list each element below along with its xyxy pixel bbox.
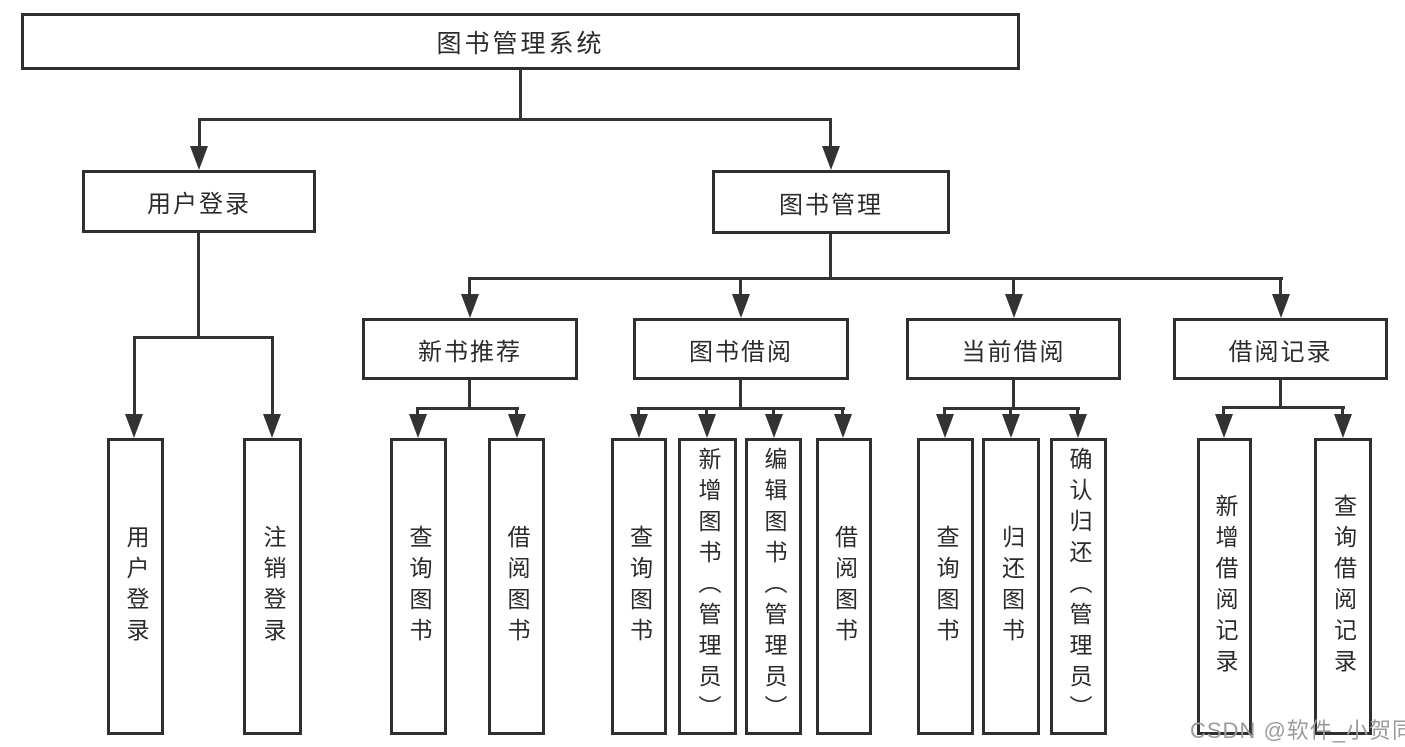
arrow-down-icon — [461, 294, 479, 318]
connector-line — [519, 69, 522, 118]
arrow-down-icon — [125, 414, 143, 438]
leaf-br-add-record: 新增借阅记录 — [1197, 438, 1252, 735]
leaf-bb-borrow-books: 借阅图书 — [816, 438, 872, 735]
arrow-down-icon — [936, 414, 954, 438]
connector-line — [829, 120, 832, 150]
leaf-bb-edit-book-admin: 编辑图书（管理员） — [745, 438, 802, 735]
connector-line — [943, 409, 946, 416]
connector-line — [943, 407, 1080, 410]
connector-line — [772, 409, 775, 416]
connector-line — [1341, 408, 1344, 415]
arrow-down-icon — [1005, 294, 1023, 318]
arrow-down-icon — [765, 414, 783, 438]
connector-line — [705, 409, 708, 416]
connector-line — [1222, 406, 1345, 409]
connector-line — [515, 409, 518, 416]
arrow-down-icon — [822, 146, 840, 170]
arrow-down-icon — [1215, 414, 1233, 438]
node-library-system: 图书管理系统 — [21, 13, 1020, 70]
connector-line — [198, 118, 832, 121]
leaf-logout: 注销登录 — [243, 438, 302, 735]
arrow-down-icon — [409, 414, 427, 438]
leaf-bb-borrow-books-label: 借阅图书 — [831, 524, 858, 649]
csdn-watermark: CSDN @软件_小贺同学 — [1190, 718, 1405, 743]
connector-line — [271, 338, 274, 416]
leaf-nb-query-books-label: 查询图书 — [406, 524, 432, 649]
arrow-down-icon — [1334, 414, 1352, 438]
node-book-borrowing: 图书借阅 — [633, 318, 849, 380]
connector-line — [468, 277, 1283, 280]
arrow-down-icon — [698, 414, 716, 438]
leaf-cb-return-book-label: 归还图书 — [998, 524, 1025, 649]
connector-line — [739, 378, 742, 409]
connector-line — [841, 409, 844, 416]
connector-line — [829, 234, 832, 279]
connector-line — [1076, 409, 1079, 416]
leaf-bb-query-books-label: 查询图书 — [626, 524, 653, 649]
leaf-nb-borrow-books: 借阅图书 — [488, 438, 545, 735]
connector-line — [739, 279, 742, 297]
leaf-nb-query-books: 查询图书 — [390, 438, 447, 735]
arrow-down-icon — [190, 146, 208, 170]
connector-line — [416, 407, 519, 410]
leaf-user-login: 用户登录 — [107, 438, 164, 735]
connector-line — [1012, 378, 1015, 409]
node-user-login: 用户登录 — [82, 170, 316, 233]
leaf-cb-query-books-label: 查询图书 — [933, 524, 959, 649]
node-new-book-recommend: 新书推荐 — [362, 318, 578, 380]
connector-line — [468, 378, 471, 409]
arrow-down-icon — [508, 414, 526, 438]
leaf-bb-add-book-admin-label: 新增图书（管理员） — [695, 447, 721, 726]
connector-line — [197, 233, 200, 338]
arrow-down-icon — [263, 414, 281, 438]
connector-line — [637, 407, 845, 410]
connector-line — [1279, 279, 1282, 297]
leaf-bb-edit-book-admin-label: 编辑图书（管理员） — [761, 447, 787, 726]
leaf-br-query-record-label: 查询借阅记录 — [1330, 493, 1357, 680]
leaf-bb-query-books: 查询图书 — [611, 438, 667, 735]
connector-line — [133, 338, 136, 416]
connector-line — [637, 409, 640, 416]
leaf-cb-confirm-return-admin: 确认归还（管理员） — [1050, 438, 1107, 735]
arrow-down-icon — [630, 414, 648, 438]
leaf-logout-label: 注销登录 — [260, 524, 286, 649]
arrow-down-icon — [834, 414, 852, 438]
leaf-nb-borrow-books-label: 借阅图书 — [504, 524, 530, 649]
arrow-down-icon — [1069, 414, 1087, 438]
arrow-down-icon — [1002, 414, 1020, 438]
leaf-cb-return-book: 归还图书 — [982, 438, 1040, 735]
leaf-cb-confirm-return-admin-label: 确认归还（管理员） — [1066, 447, 1092, 726]
node-current-borrowing: 当前借阅 — [906, 318, 1121, 380]
connector-line — [1222, 408, 1225, 415]
connector-line — [468, 279, 471, 297]
connector-line — [133, 336, 274, 339]
node-book-management: 图书管理 — [712, 170, 950, 234]
arrow-down-icon — [732, 294, 750, 318]
leaf-br-add-record-label: 新增借阅记录 — [1212, 493, 1238, 680]
connector-line — [198, 120, 201, 150]
connector-line — [1012, 279, 1015, 297]
arrow-down-icon — [1272, 294, 1290, 318]
node-borrow-records: 借阅记录 — [1173, 318, 1388, 380]
connector-line — [416, 409, 419, 416]
connector-line — [1009, 409, 1012, 416]
leaf-br-query-record: 查询借阅记录 — [1314, 438, 1372, 735]
connector-line — [1279, 378, 1282, 408]
leaf-user-login-label: 用户登录 — [123, 524, 149, 649]
leaf-cb-query-books: 查询图书 — [917, 438, 974, 735]
leaf-bb-add-book-admin: 新增图书（管理员） — [678, 438, 737, 735]
